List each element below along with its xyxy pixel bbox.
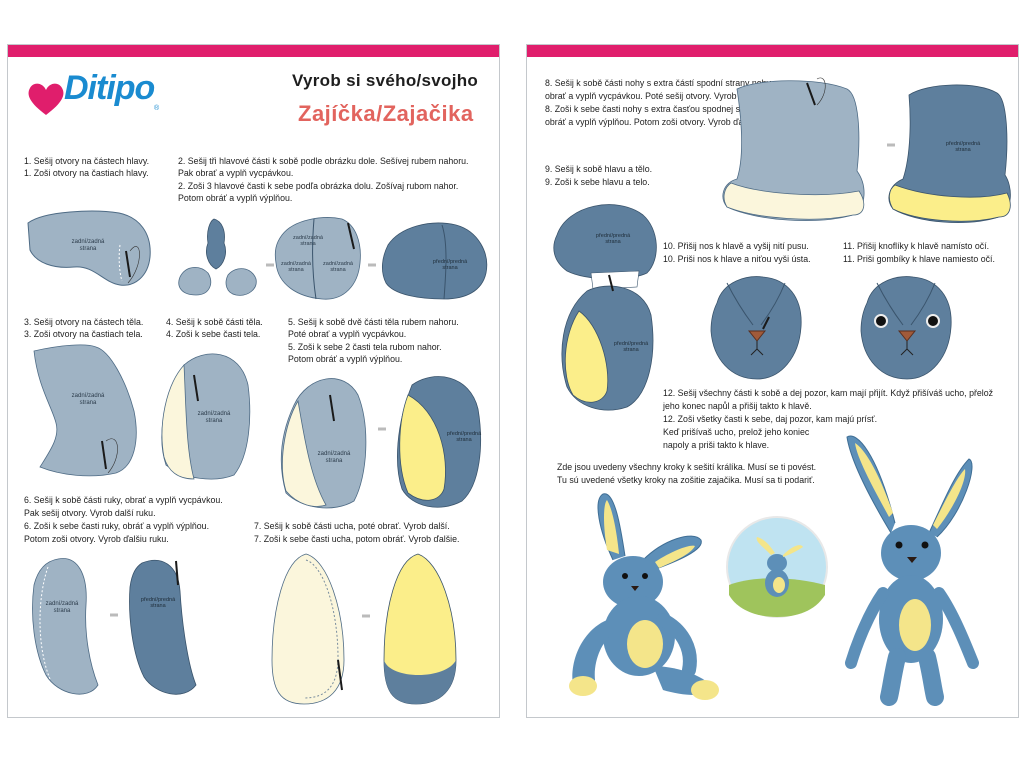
instruction-page-left: Ditipo ® Vyrob si svého/svojho Zajíčka/Z…: [7, 44, 500, 718]
step-2-line-3: 2. Zoši 3 hlavové časti k sebe podľa obr…: [178, 181, 459, 191]
step-12-line-3: 12. Zoši všetky časti k sebe, daj pozor,…: [663, 414, 878, 424]
step-5-line-1: 5. Sešij k sobě dvě části těla rubem nah…: [288, 317, 459, 327]
final-note-cz: Zde jsou uvedeny všechny kroky k sešití …: [557, 462, 817, 472]
accent-bar: [8, 45, 499, 57]
step-6-line-3: 6. Zoši k sebe časti ruky, obráť a vyplň…: [24, 521, 210, 531]
step-5-line-3: 5. Zoši k sebe 2 časti tela rubom nahor.: [288, 342, 442, 352]
bunny-thumbnail-image: [726, 516, 828, 618]
svg-text:strana: strana: [288, 267, 304, 273]
step-7-sk: 7. Zoši k sebe časti ucha, potom obráť. …: [254, 534, 460, 544]
svg-text:strana: strana: [80, 400, 97, 406]
brand-logo: Ditipo: [64, 69, 155, 107]
svg-text:strana: strana: [456, 437, 472, 443]
svg-text:strana: strana: [80, 246, 97, 252]
head-body-join-illustration: přední/predná strana přední/predná stran…: [553, 204, 657, 411]
standing-bunny-image: [845, 435, 979, 706]
sitting-bunny-image: [569, 493, 719, 700]
step-2-line-1: 2. Sešij tři hlavové části k sobě podle …: [178, 156, 469, 166]
accent-bar: [527, 45, 1018, 57]
step-12-line-5: napoly a priši takto k hlave.: [663, 440, 770, 450]
svg-text:strana: strana: [442, 265, 458, 271]
final-note-sk: Tu sú uvedené všetky kroky na zošitie za…: [557, 475, 815, 485]
label-front-side: přední/predná: [433, 259, 468, 265]
svg-text:přední/predná: přední/predná: [596, 233, 631, 239]
arm-illustration: zadní/zadná strana přední/predná strana: [32, 558, 197, 695]
step-9-cz: 9. Sešij k sobě hlavu a tělo.: [545, 164, 653, 174]
step-8-line-2: obrať a vyplň vycpávkou. Poté sešij otvo…: [545, 91, 761, 101]
step-5-line-4: Potom obráť a vyplň výplňou.: [288, 354, 403, 364]
svg-text:strana: strana: [330, 267, 346, 273]
svg-text:zadní/zadná: zadní/zadná: [72, 393, 105, 399]
step-5-line-2: Poté obrať a vyplň vycpávkou.: [288, 329, 407, 339]
registered-mark: ®: [154, 105, 160, 112]
body-piece-illustration: zadní/zadná strana: [33, 344, 137, 477]
svg-text:zadní/zadná: zadní/zadná: [198, 411, 231, 417]
svg-text:zadní/zadná: zadní/zadná: [318, 451, 351, 457]
head-assembly-illustration: zadní/zadná strana zadní/zadná strana za…: [178, 217, 488, 300]
svg-text:strana: strana: [54, 608, 71, 614]
svg-text:strana: strana: [326, 458, 343, 464]
svg-text:strana: strana: [623, 347, 639, 353]
page-title: Vyrob si svého/svojho: [292, 71, 479, 90]
nose-head-illustration: [710, 276, 802, 380]
body-join-illustration: zadní/zadná strana: [161, 353, 251, 480]
eyes-head-illustration: [860, 276, 952, 380]
svg-text:strana: strana: [955, 147, 971, 153]
step-11-cz: 11. Přišij knoflíky k hlavě namísto očí.: [843, 241, 990, 251]
svg-text:strana: strana: [206, 418, 223, 424]
svg-text:zadní/zadná: zadní/zadná: [46, 601, 79, 607]
heart-logo-icon: [28, 83, 64, 115]
step-3-sk: 3. Zoši otvory na častiach tela.: [24, 329, 143, 339]
step-6-line-4: Potom zoši otvory. Vyrob ďalšiu ruku.: [24, 534, 169, 544]
svg-text:přední/predná: přední/predná: [447, 431, 482, 437]
step-12-line-2: jeho konec napůl a přišij takto k hlavě.: [663, 401, 812, 411]
step-1-cz: 1. Sešij otvory na částech hlavy.: [24, 156, 150, 166]
svg-text:přední/predná: přední/predná: [141, 597, 176, 603]
svg-text:strana: strana: [300, 241, 316, 247]
step-6-line-2: Pak sešij otvory. Vyrob další ruku.: [24, 508, 156, 518]
ear-illustration: [271, 553, 457, 705]
step-10-sk: 10. Priši nos k hlave a niťou vyši ústa.: [663, 254, 811, 264]
page-subtitle: Zajíčka/Zajačika: [298, 101, 474, 126]
head-piece-illustration: zadní/zadná strana: [27, 210, 151, 286]
step-4-cz: 4. Sešij k sobě části těla.: [166, 317, 263, 327]
step-2-line-2: Pak obrať a vyplň vycpávkou.: [178, 168, 294, 178]
svg-text:strana: strana: [605, 239, 621, 245]
svg-text:přední/predná: přední/predná: [614, 341, 649, 347]
step-9-sk: 9. Zoši k sebe hlavu a telo.: [545, 177, 650, 187]
step-8-line-1: 8. Sešij k sobě části nohy s extra částí…: [545, 78, 773, 88]
step-12-line-4: Keď prišívaš ucho, prelož jeho koniec: [663, 427, 810, 437]
step-11-sk: 11. Priši gombíky k hlave namiesto očí.: [843, 254, 995, 264]
instruction-page-right: 8. Sešij k sobě části nohy s extra částí…: [526, 44, 1019, 718]
step-3-cz: 3. Sešij otvory na částech těla.: [24, 317, 144, 327]
step-4-sk: 4. Zoši k sebe časti tela.: [166, 329, 261, 339]
label-back-side: zadní/zadná: [72, 239, 105, 245]
svg-text:zadní/zadná: zadní/zadná: [293, 235, 324, 241]
svg-text:strana: strana: [150, 603, 166, 609]
step-2-line-4: Potom obráť a vyplň výplňou.: [178, 193, 293, 203]
step-12-line-1: 12. Sešij všechny části k sobě a dej poz…: [663, 388, 994, 398]
step-8-line-3: 8. Zoši k sebe časti nohy s extra časťou…: [545, 104, 783, 114]
step-7-cz: 7. Sešij k sobě části ucha, poté obrať. …: [254, 521, 450, 531]
step-1-sk: 1. Zoši otvory na častiach hlavy.: [24, 168, 149, 178]
foot-illustration: přední/predná strana: [722, 77, 1011, 223]
step-6-line-1: 6. Sešij k sobě části ruky, obrať a vypl…: [24, 495, 223, 505]
body-turn-illustration: zadní/zadná strana přední/predná strana: [280, 376, 482, 509]
step-8-line-4: obráť a vyplň výplňou. Potom zoši otvory…: [545, 117, 760, 127]
svg-text:přední/predná: přední/predná: [946, 141, 981, 147]
step-10-cz: 10. Přišij nos k hlavě a vyšij nití pusu…: [663, 241, 809, 251]
svg-text:zadní/zadná: zadní/zadná: [281, 261, 312, 267]
svg-text:zadní/zadná: zadní/zadná: [323, 261, 354, 267]
